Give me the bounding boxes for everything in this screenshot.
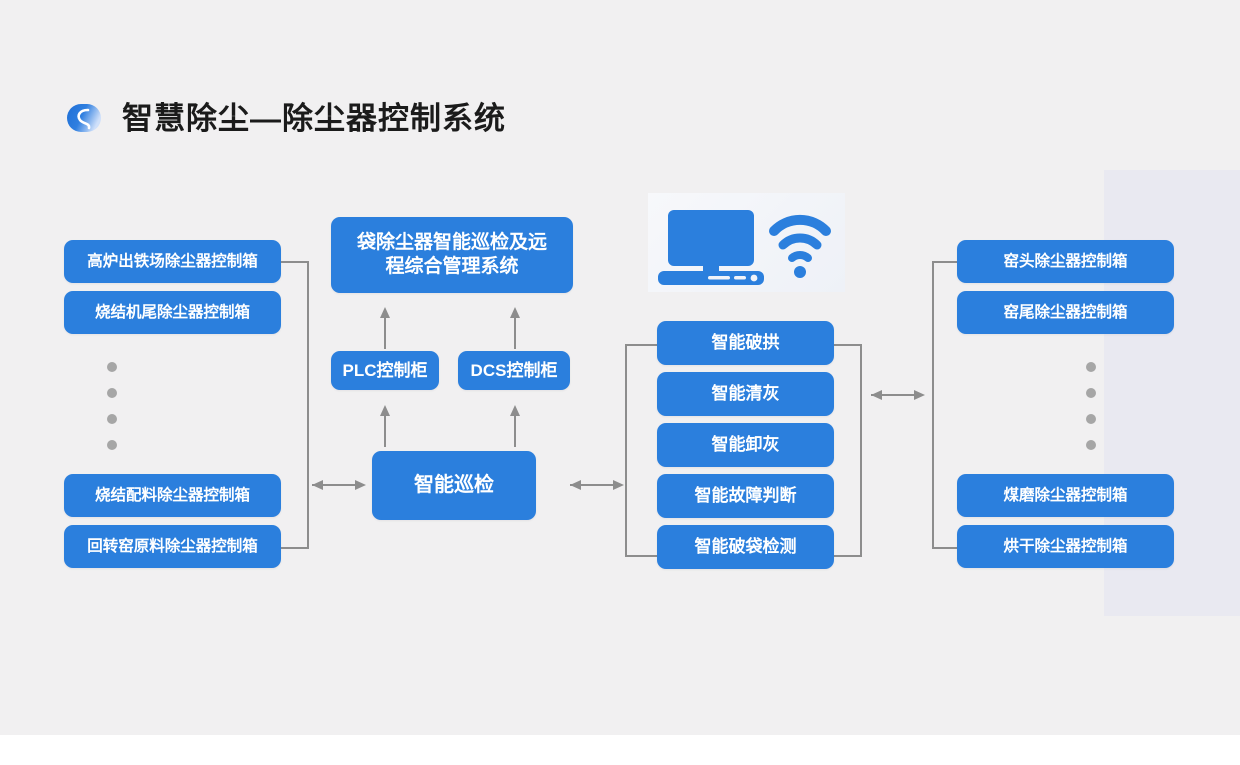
right-ellipsis-dots xyxy=(1086,362,1096,450)
core-inspection-box[interactable]: 智能巡检 xyxy=(372,451,536,520)
dot xyxy=(107,414,117,424)
middle-box-1-label: 智能破拱 xyxy=(711,333,780,353)
dcs-cabinet-box[interactable]: DCS控制柜 xyxy=(458,351,570,390)
right-box-4-label: 烘干除尘器控制箱 xyxy=(1003,537,1128,555)
middle-box-1[interactable]: 智能破拱 xyxy=(657,321,834,365)
middle-box-4-label: 智能故障判断 xyxy=(694,486,797,506)
middle-bracket-left-spine xyxy=(625,344,627,556)
arrow-left-to-core xyxy=(310,477,368,493)
right-bracket-spine xyxy=(932,261,934,549)
page-title: 智慧除尘—除尘器控制系统 xyxy=(122,100,506,136)
middle-box-3[interactable]: 智能卸灰 xyxy=(657,423,834,467)
arrow-middle-to-right xyxy=(869,387,927,403)
middle-box-4[interactable]: 智能故障判断 xyxy=(657,474,834,518)
middle-bracket-bottom-right-stub xyxy=(834,555,862,557)
left-box-4[interactable]: 回转窑原料除尘器控制箱 xyxy=(64,525,281,568)
left-box-4-label: 回转窑原料除尘器控制箱 xyxy=(87,537,258,555)
dcs-cabinet-label: DCS控制柜 xyxy=(470,360,558,380)
left-bracket-bottom-stub xyxy=(281,547,308,549)
right-box-3[interactable]: 煤磨除尘器控制箱 xyxy=(957,474,1174,517)
left-bracket-spine xyxy=(307,261,309,549)
right-bracket-top-stub xyxy=(932,261,958,263)
left-bracket-top-stub xyxy=(281,261,308,263)
middle-bracket-bottom-left-stub xyxy=(625,555,658,557)
dot xyxy=(107,362,117,372)
dot xyxy=(1086,440,1096,450)
plc-cabinet-box[interactable]: PLC控制柜 xyxy=(331,351,439,390)
core-inspection-label: 智能巡检 xyxy=(414,473,494,496)
dot xyxy=(1086,388,1096,398)
canvas-background xyxy=(0,0,1240,735)
right-box-2[interactable]: 窑尾除尘器控制箱 xyxy=(957,291,1174,334)
left-box-3-label: 烧结配料除尘器控制箱 xyxy=(94,486,250,504)
illustration-panel xyxy=(648,193,845,292)
desktop-computer-icon xyxy=(658,210,764,285)
middle-bracket-top-left-stub xyxy=(625,344,658,346)
hero-system-label: 袋除尘器智能巡检及远程综合管理系统 xyxy=(356,231,547,277)
middle-box-5-label: 智能破袋检测 xyxy=(694,537,797,557)
hero-system-box[interactable]: 袋除尘器智能巡检及远程综合管理系统 xyxy=(331,217,573,293)
plc-cabinet-label: PLC控制柜 xyxy=(342,360,428,380)
right-box-1-label: 窑头除尘器控制箱 xyxy=(1003,252,1128,270)
left-box-1-label: 高炉出铁场除尘器控制箱 xyxy=(87,252,258,270)
wifi-signal-icon xyxy=(769,214,831,278)
dot xyxy=(1086,414,1096,424)
arrow-core-to-plc xyxy=(377,403,393,447)
left-box-1[interactable]: 高炉出铁场除尘器控制箱 xyxy=(64,240,281,283)
right-box-3-label: 煤磨除尘器控制箱 xyxy=(1003,486,1128,504)
dot xyxy=(107,440,117,450)
middle-bracket-top-right-stub xyxy=(834,344,862,346)
left-box-3[interactable]: 烧结配料除尘器控制箱 xyxy=(64,474,281,517)
right-bracket-bottom-stub xyxy=(932,547,958,549)
right-box-1[interactable]: 窑头除尘器控制箱 xyxy=(957,240,1174,283)
middle-box-5[interactable]: 智能破袋检测 xyxy=(657,525,834,569)
arrow-plc-to-hero xyxy=(377,305,393,349)
left-box-2[interactable]: 烧结机尾除尘器控制箱 xyxy=(64,291,281,334)
left-box-2-label: 烧结机尾除尘器控制箱 xyxy=(94,303,250,321)
left-ellipsis-dots xyxy=(107,362,117,450)
arrow-dcs-to-hero xyxy=(507,305,523,349)
right-box-4[interactable]: 烘干除尘器控制箱 xyxy=(957,525,1174,568)
dot xyxy=(107,388,117,398)
middle-bracket-right-spine xyxy=(860,344,862,556)
middle-box-2[interactable]: 智能清灰 xyxy=(657,372,834,416)
spiral-wave-logo-icon xyxy=(64,98,104,138)
middle-box-3-label: 智能卸灰 xyxy=(711,435,780,455)
arrow-core-to-dcs xyxy=(507,403,523,447)
middle-box-2-label: 智能清灰 xyxy=(711,384,780,404)
dot xyxy=(1086,362,1096,372)
page-header: 智慧除尘—除尘器控制系统 xyxy=(64,98,506,138)
right-box-2-label: 窑尾除尘器控制箱 xyxy=(1003,303,1128,321)
arrow-core-to-middle xyxy=(568,477,626,493)
